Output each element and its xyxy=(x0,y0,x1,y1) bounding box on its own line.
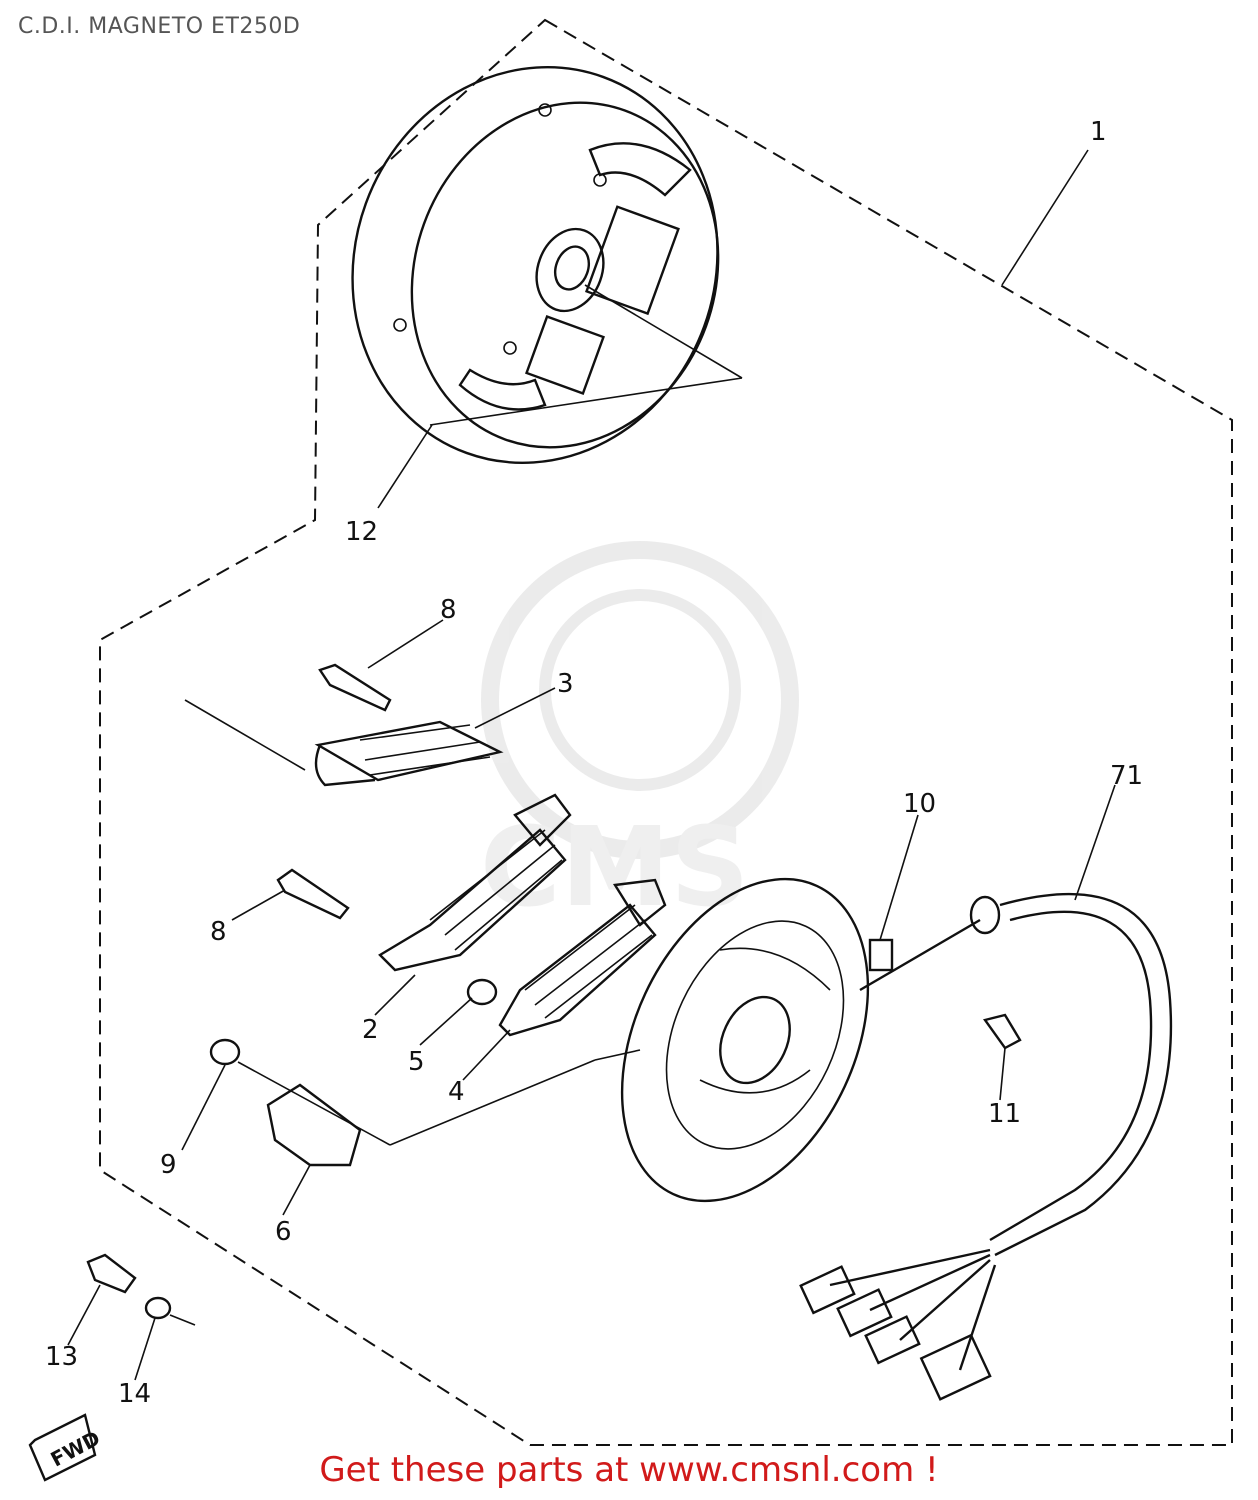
screw-11 xyxy=(982,1013,1022,1050)
watermark-logo: CMS xyxy=(480,541,799,931)
stator-base xyxy=(594,877,870,1203)
callout-6: 6 xyxy=(275,1217,292,1247)
washer-14 xyxy=(144,1296,196,1326)
pulser-coil xyxy=(378,793,572,972)
callout-2: 2 xyxy=(362,1015,379,1045)
callout-10: 10 xyxy=(903,789,936,819)
source-coil xyxy=(184,699,504,787)
callout-13: 13 xyxy=(45,1342,78,1372)
collar xyxy=(466,978,498,1006)
callout-71: 71 xyxy=(1110,761,1143,791)
bolt-13 xyxy=(86,1253,137,1294)
rotor-flywheel xyxy=(351,66,743,464)
screw-middle xyxy=(276,868,350,920)
page-title: C.D.I. MAGNETO ET250D xyxy=(18,14,301,39)
callout-11: 11 xyxy=(988,1099,1021,1129)
wire-clamp xyxy=(868,938,894,972)
screw-top xyxy=(318,663,392,712)
footer-link-text[interactable]: Get these parts at www.cmsnl.com ! xyxy=(319,1450,939,1490)
screw-9 xyxy=(209,1038,596,1146)
callout-1: 1 xyxy=(1090,117,1107,147)
callout-3: 3 xyxy=(557,669,574,699)
callout-4: 4 xyxy=(448,1077,465,1107)
charge-coil xyxy=(498,878,667,1037)
callout-12: 12 xyxy=(345,517,378,547)
callout-14: 14 xyxy=(118,1379,151,1409)
callout-5: 5 xyxy=(408,1047,425,1077)
callout-8-middle: 8 xyxy=(210,917,227,947)
svg-text:CMS: CMS xyxy=(480,803,749,931)
assembly-outline xyxy=(99,18,1233,1446)
terminal-6 xyxy=(266,1083,362,1167)
leader-lines xyxy=(67,149,1116,1381)
callout-8-top: 8 xyxy=(440,595,457,625)
callout-9: 9 xyxy=(160,1150,177,1180)
wire-harness xyxy=(799,892,1173,1401)
